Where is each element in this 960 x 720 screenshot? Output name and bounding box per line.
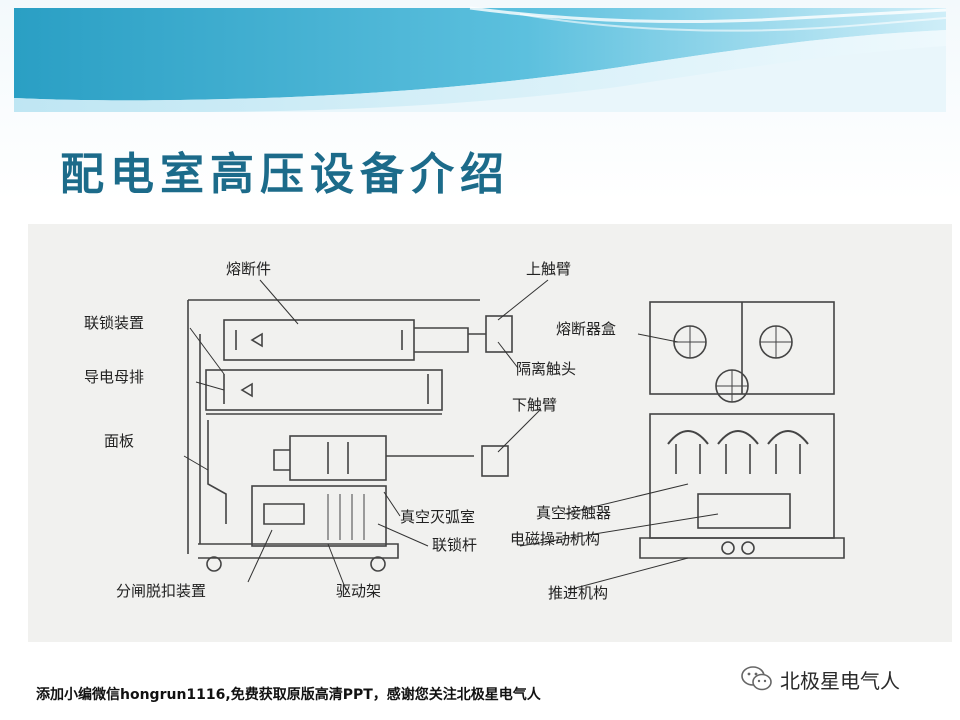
page-title: 配电室高压设备介绍 [60,149,510,200]
watermark-text: 北极星电气人 [780,668,900,693]
label-drive-frame: 驱动架 [336,582,381,600]
label-em-operating-mechanism: 电磁操动机构 [510,530,600,548]
label-vacuum-arc-chamber: 真空灭弧室 [400,508,475,526]
label-panel: 面板 [104,432,134,450]
upper-fuse-cylinder [223,319,415,361]
label-upper-contact-arm: 上触臂 [526,260,571,278]
wechat-icon [741,666,772,691]
vacuum-contactor-right [649,413,835,539]
label-fuse-box: 熔断器盒 [556,320,616,338]
footer-promo-text: 添加小编微信hongrun1116,免费获取原版高清PPT，感谢您关注北极星电气… [36,687,541,703]
operating-mechanism-box [251,485,387,547]
label-lower-contact-arm: 下触臂 [512,396,557,414]
label-propulsion-mechanism: 推进机构 [548,584,608,602]
label-conductive-busbar: 导电母排 [84,368,144,386]
label-isolation-contact: 隔离触头 [516,360,576,378]
header-wave-decoration [14,6,947,112]
busbar-cylinder [205,369,443,411]
label-vacuum-contactor: 真空接触器 [536,504,611,522]
label-interlock-rod: 联锁杆 [432,536,477,554]
diagram-panel: 熔断件 上触臂 联锁装置 熔断器盒 隔离触头 导电母排 下触臂 面板 真空灭弧室… [28,224,952,642]
vacuum-interrupter [289,435,387,481]
lower-isolation-contact [481,445,509,477]
label-interlock-device: 联锁装置 [84,314,144,332]
equipment-diagram: 熔断件 上触臂 联锁装置 熔断器盒 隔离触头 导电母排 下触臂 面板 真空灭弧室… [84,260,845,602]
label-fuse-part: 熔断件 [226,260,271,278]
upper-isolation-contact [485,315,513,353]
watermark: 北极星电气人 [740,662,940,696]
label-trip-device: 分闸脱扣装置 [116,582,206,600]
